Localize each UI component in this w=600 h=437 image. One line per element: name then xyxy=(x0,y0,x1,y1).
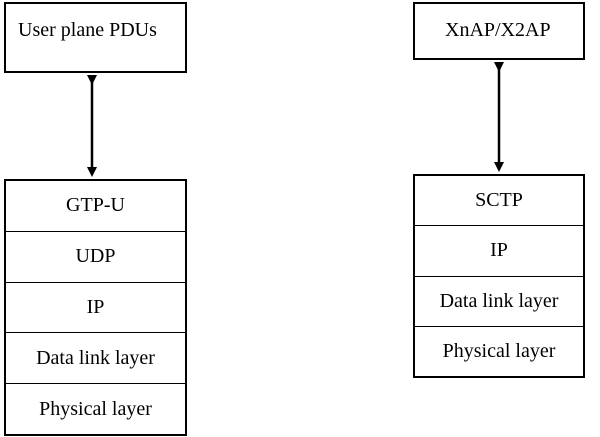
layer-ip: IP xyxy=(415,226,583,277)
control-plane-protocol-stack: SCTP IP Data link layer Physical layer xyxy=(413,174,585,378)
user-plane-pdus-box: User plane PDUs xyxy=(4,2,187,73)
layer-sctp: SCTP xyxy=(415,176,583,227)
layer-physical: Physical layer xyxy=(442,339,556,362)
layer-physical: Physical layer xyxy=(39,397,152,420)
layer-data-link: Data link layer xyxy=(415,277,583,327)
user-plane-protocol-stack: GTP-U UDP IP Data link layer Physical la… xyxy=(4,179,187,436)
layer-ip: IP xyxy=(6,283,185,334)
layer-gtp-u: GTP-U xyxy=(6,181,185,232)
user-plane-pdus-label: User plane PDUs xyxy=(18,19,157,41)
xnap-x2ap-box: XnAP/X2AP xyxy=(413,2,585,60)
xnap-x2ap-label: XnAP/X2AP xyxy=(445,19,551,41)
layer-udp: UDP xyxy=(6,232,185,283)
layer-data-link: Data link layer xyxy=(6,333,185,385)
